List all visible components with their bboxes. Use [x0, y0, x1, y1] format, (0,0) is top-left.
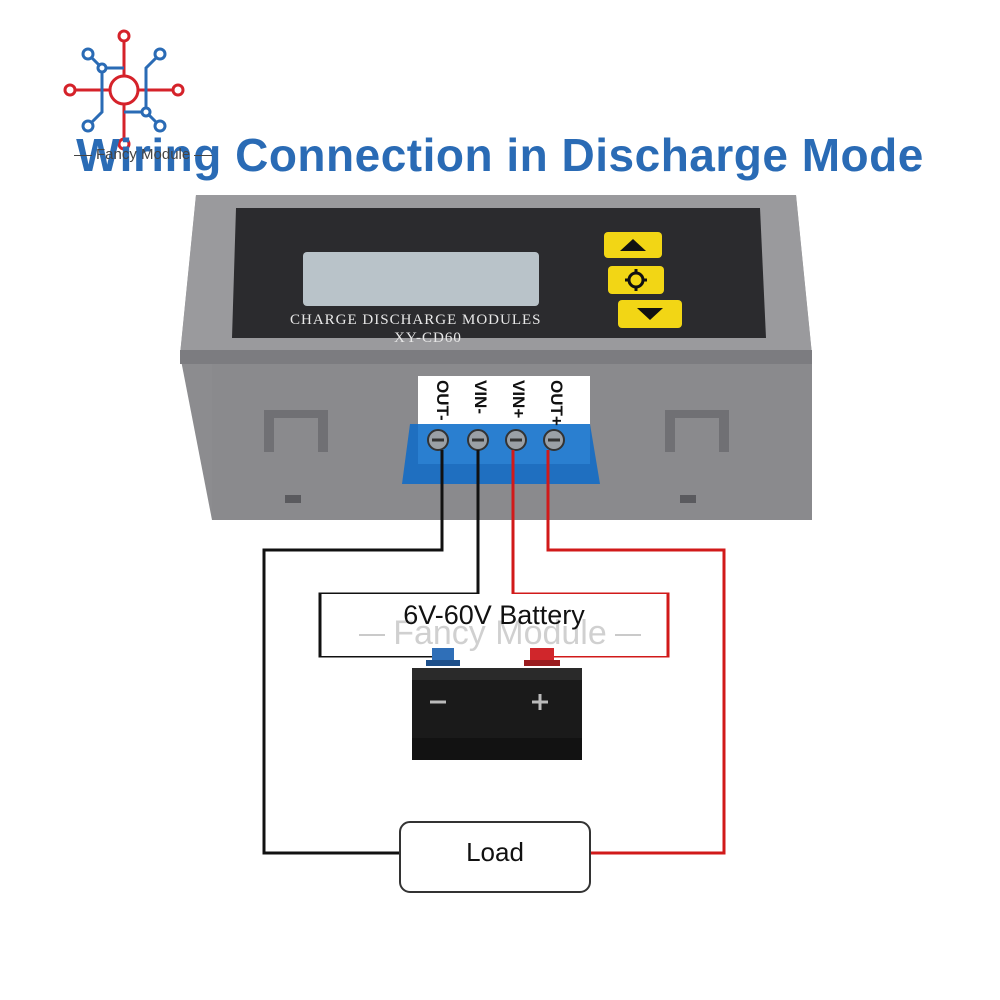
terminal-label-vin-positive: VIN+: [509, 380, 528, 419]
wire-out-negative: [262, 450, 444, 855]
terminal-label-out-negative: OUT-: [433, 380, 452, 421]
fancy-module-logo: [63, 29, 185, 151]
settings-button: [608, 266, 664, 294]
load-box: [399, 821, 591, 893]
load-label: Load: [466, 837, 524, 867]
watermark-middle: Fancy Module: [330, 614, 670, 653]
terminal-label-out-positive: OUT+: [547, 380, 566, 426]
page-title: Wiring Connection in Discharge Mode: [76, 129, 924, 181]
terminal-label-vin-negative: VIN-: [471, 380, 490, 414]
terminal-label-plate: [418, 376, 590, 424]
module-model: XY-CD60: [394, 330, 462, 346]
terminal-block: [402, 424, 600, 484]
up-button: [604, 232, 662, 258]
battery-icon: [412, 648, 582, 760]
wire-out-positive: [546, 450, 726, 855]
down-button: [618, 300, 682, 328]
watermark-top: Fancy Module: [70, 146, 216, 163]
battery-label: 6V-60V Battery: [403, 600, 585, 630]
module-title: CHARGE DISCHARGE MODULES: [290, 312, 542, 328]
